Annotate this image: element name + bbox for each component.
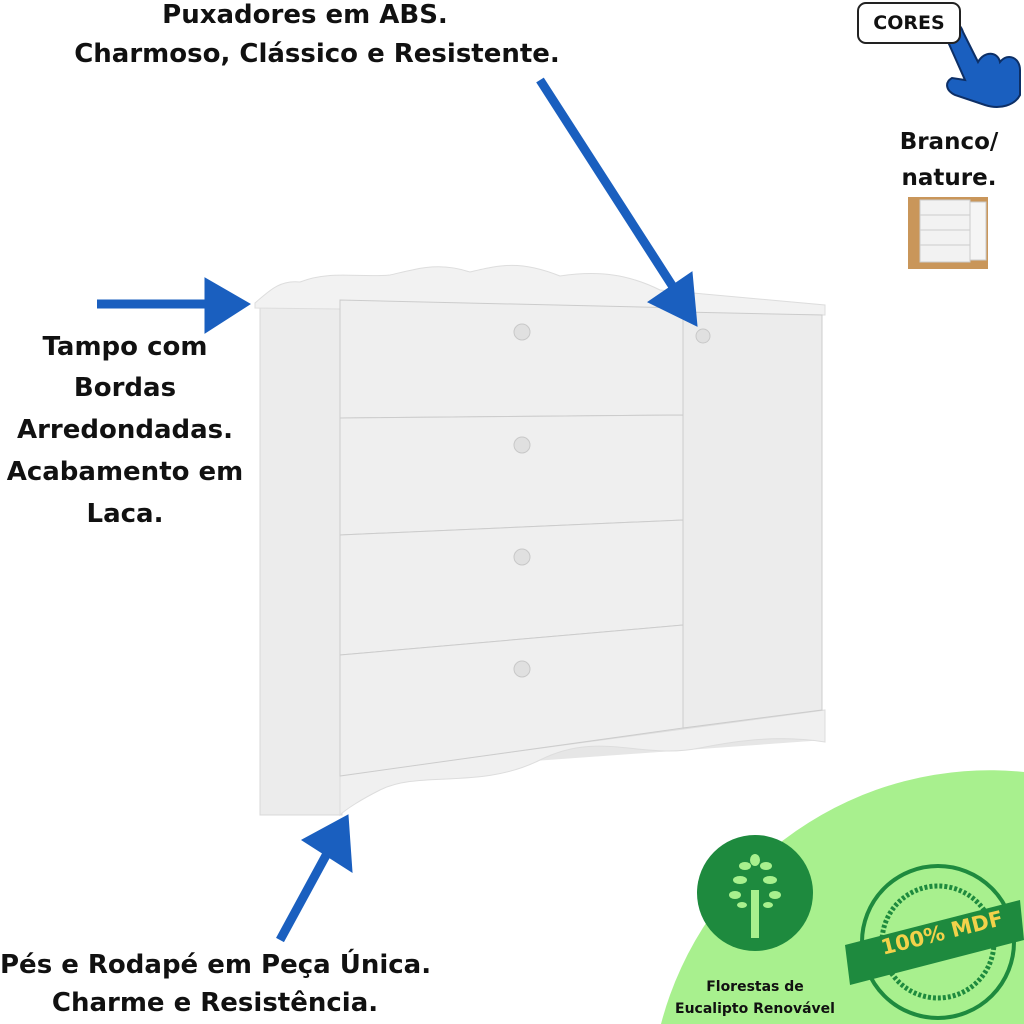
caption-handles: Puxadores em ABS. — [162, 0, 448, 30]
color-option-label-2: nature. — [901, 165, 997, 191]
mdf-stamp — [845, 864, 1024, 1020]
caption-top-line: Acabamento em — [6, 457, 244, 487]
colors-button[interactable]: CORES — [857, 2, 961, 44]
caption-top-line: Tampo com — [42, 332, 208, 362]
dresser-image — [254, 264, 826, 817]
caption-top-line: Laca. — [86, 499, 164, 529]
color-option-label: Branco/ — [899, 129, 999, 155]
caption-top-line: Bordas — [73, 373, 177, 403]
color-option-thumbnail — [908, 197, 988, 269]
caption-base-sub: Charme e Resistência. — [51, 988, 379, 1018]
caption-base: Pés e Rodapé em Peça Única. — [0, 950, 432, 980]
arrow-icon — [536, 77, 698, 327]
caption-top-line: Arredondadas. — [16, 415, 234, 445]
tree-icon — [697, 835, 813, 951]
arrow-icon — [276, 814, 353, 943]
pointing-hand-icon — [944, 22, 1021, 108]
arrow-icon — [97, 277, 251, 334]
forest-label-2: Eucalipto Renovável — [675, 1001, 835, 1017]
forest-label: Florestas de — [706, 979, 804, 995]
caption-handles-sub: Charmoso, Clássico e Resistente. — [74, 39, 560, 69]
